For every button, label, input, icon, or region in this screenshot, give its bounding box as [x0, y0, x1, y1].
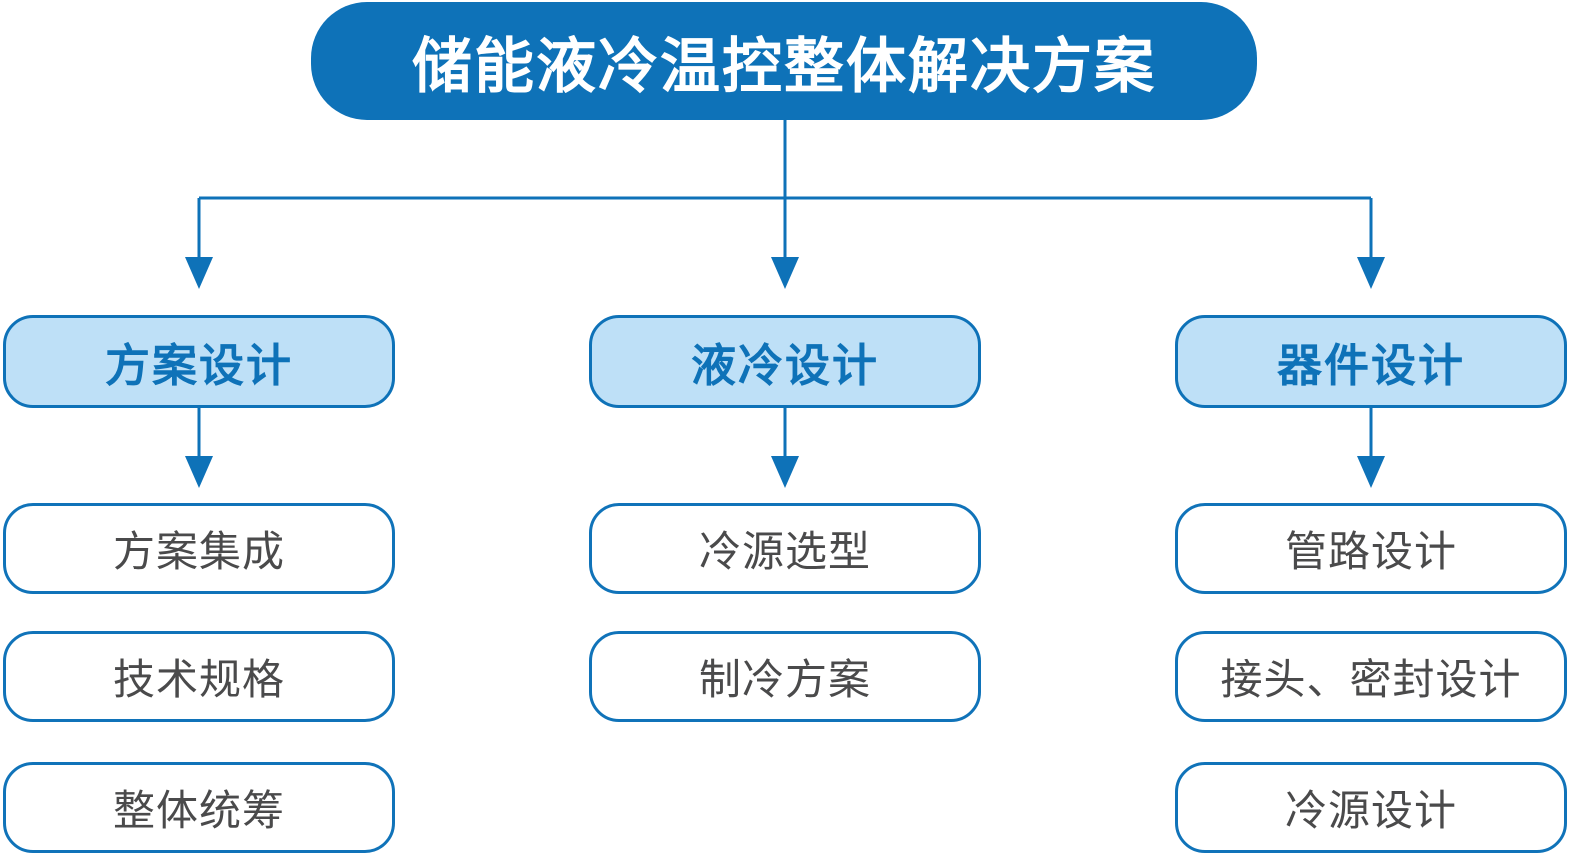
branch-label: 方案设计: [104, 340, 293, 391]
leaf-label: 接头、密封设计: [1220, 656, 1522, 703]
branch-node-component-design: 器件设计: [1175, 315, 1567, 408]
leaf-node-overall-coordination: 整体统筹: [3, 762, 395, 853]
arrow-branch3-leaf-icon: [1357, 456, 1385, 488]
leaf-node-scheme-integration: 方案集成: [3, 503, 395, 594]
arrow-down-right-icon: [1357, 257, 1385, 289]
leaf-label: 整体统筹: [112, 787, 285, 834]
branch-label: 液冷设计: [690, 340, 879, 391]
branch-node-liquid-cooling-design: 液冷设计: [589, 315, 981, 408]
leaf-node-technical-specs: 技术规格: [3, 631, 395, 722]
leaf-label: 方案集成: [112, 528, 285, 575]
leaf-label: 管路设计: [1284, 528, 1457, 575]
leaf-node-piping-design: 管路设计: [1175, 503, 1567, 594]
leaf-label: 技术规格: [112, 656, 285, 703]
leaf-node-cold-source-design: 冷源设计: [1175, 762, 1567, 853]
branch-label: 器件设计: [1276, 340, 1465, 391]
leaf-label: 冷源设计: [1284, 787, 1457, 834]
arrow-branch2-leaf-icon: [771, 456, 799, 488]
arrow-down-left-icon: [185, 257, 213, 289]
leaf-node-cold-source-selection: 冷源选型: [589, 503, 981, 594]
arrow-branch1-leaf-icon: [185, 456, 213, 488]
leaf-label: 冷源选型: [698, 528, 871, 575]
leaf-node-joint-seal-design: 接头、密封设计: [1175, 631, 1567, 722]
root-label: 储能液冷温控整体解决方案: [412, 32, 1156, 100]
branch-node-scheme-design: 方案设计: [3, 315, 395, 408]
leaf-label: 制冷方案: [698, 656, 871, 703]
arrow-down-middle-icon: [771, 257, 799, 289]
root-node: 储能液冷温控整体解决方案: [311, 2, 1257, 120]
leaf-node-refrigeration-scheme: 制冷方案: [589, 631, 981, 722]
